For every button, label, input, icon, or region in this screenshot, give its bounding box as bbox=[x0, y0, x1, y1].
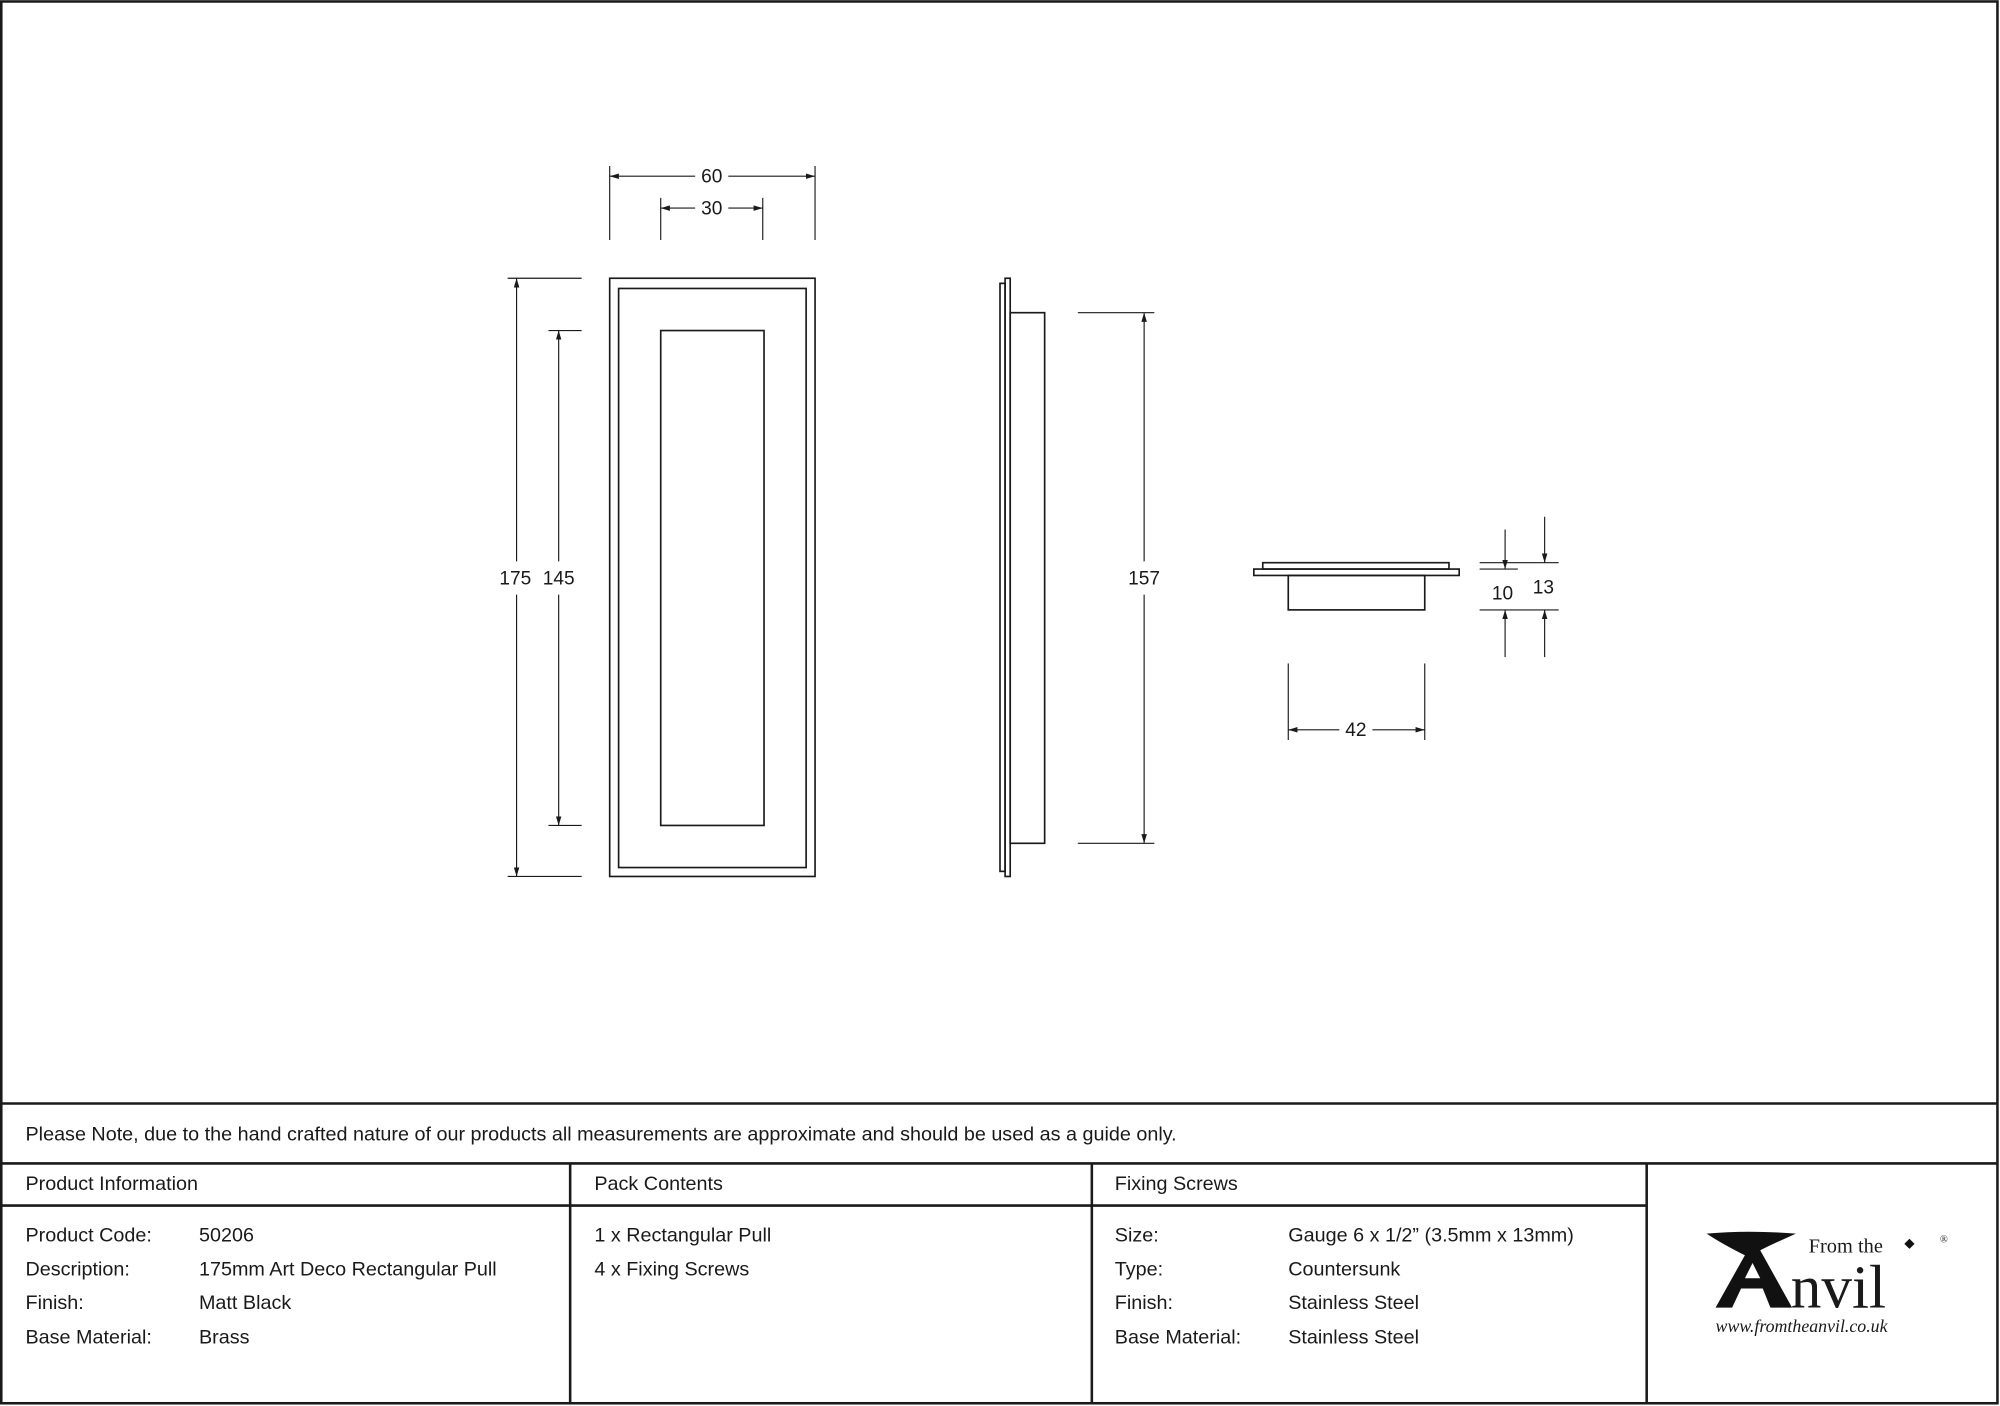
dim-body-width: 42 bbox=[1345, 720, 1366, 741]
pack-item: 4 x Fixing Screws bbox=[594, 1259, 749, 1281]
logo-from-the: From the bbox=[1809, 1236, 1883, 1258]
screw-type-value: Countersunk bbox=[1288, 1259, 1400, 1281]
pack-item: 1 x Rectangular Pull bbox=[594, 1224, 771, 1246]
end-body bbox=[1287, 574, 1426, 611]
screw-material-label: Base Material: bbox=[1115, 1326, 1241, 1348]
logo-anvil: nvil bbox=[1791, 1254, 1886, 1322]
product-info-header: Product Information bbox=[26, 1173, 198, 1195]
diamond-icon bbox=[1904, 1238, 1915, 1249]
screw-finish-label: Finish: bbox=[1115, 1292, 1173, 1314]
product-code-label: Product Code: bbox=[26, 1224, 152, 1246]
end-view: 42 10 13 bbox=[1252, 516, 1559, 741]
side-body bbox=[1009, 311, 1046, 845]
side-view: 157 bbox=[999, 277, 1160, 878]
dim-width: 60 bbox=[701, 167, 722, 188]
screw-size-value: Gauge 6 x 1/2” (3.5mm x 13mm) bbox=[1288, 1224, 1574, 1246]
screw-finish-value: Stainless Steel bbox=[1288, 1292, 1419, 1314]
disclaimer-note: Please Note, due to the hand crafted nat… bbox=[26, 1124, 1177, 1146]
front-view: 60 30 175 145 bbox=[499, 166, 816, 878]
from-the-anvil-logo: From the ® nvil www.fromtheanvil.co.uk bbox=[1706, 1231, 1948, 1336]
registered-mark: ® bbox=[1940, 1235, 1948, 1246]
backplate-outline bbox=[608, 277, 816, 878]
anvil-icon bbox=[1706, 1231, 1796, 1308]
recess-outline bbox=[659, 329, 765, 827]
base-material-label: Base Material: bbox=[26, 1326, 152, 1348]
dim-body-depth: 10 bbox=[1492, 584, 1513, 605]
base-material-value: Brass bbox=[199, 1326, 250, 1348]
end-plate bbox=[1252, 568, 1461, 577]
pack-contents-header: Pack Contents bbox=[594, 1173, 723, 1195]
dim-height: 175 bbox=[499, 568, 531, 589]
backplate-inner-edge bbox=[617, 287, 807, 869]
screw-size-label: Size: bbox=[1115, 1224, 1159, 1246]
product-code-value: 50206 bbox=[199, 1224, 254, 1246]
finish-label: Finish: bbox=[26, 1292, 84, 1314]
screw-type-label: Type: bbox=[1115, 1259, 1163, 1281]
logo-url: www.fromtheanvil.co.uk bbox=[1716, 1316, 1889, 1336]
description-value: 175mm Art Deco Rectangular Pull bbox=[199, 1259, 497, 1281]
description-label: Description: bbox=[26, 1259, 130, 1281]
finish-value: Matt Black bbox=[199, 1292, 291, 1314]
fixing-screws-header: Fixing Screws bbox=[1115, 1173, 1238, 1195]
dim-body-height: 157 bbox=[1128, 568, 1160, 589]
info-table: Please Note, due to the hand crafted nat… bbox=[1, 1102, 1998, 1404]
screw-material-value: Stainless Steel bbox=[1288, 1326, 1419, 1348]
dim-recess-height: 145 bbox=[543, 568, 575, 589]
dim-recess-width: 30 bbox=[701, 198, 722, 219]
dim-total-depth: 13 bbox=[1533, 577, 1554, 598]
